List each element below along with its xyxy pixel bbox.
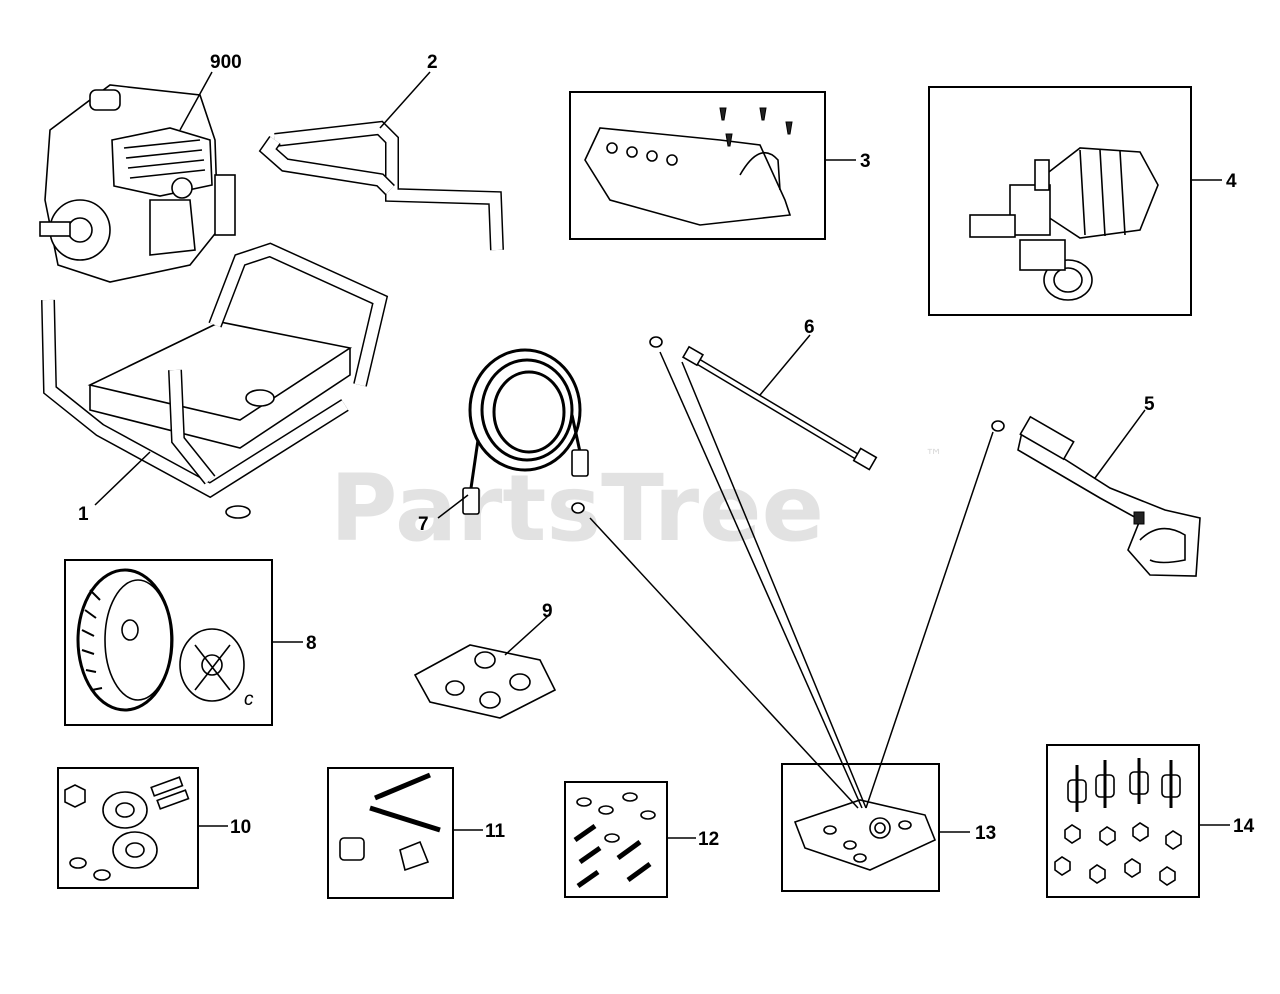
wheel-clip-glyph: c: [244, 689, 254, 710]
part-13-oring-kit[interactable]: 13: [781, 763, 996, 892]
part-2-handle[interactable]: 2: [258, 52, 504, 251]
callout-11: 11: [485, 821, 506, 842]
part-3-shroud[interactable]: 3: [569, 91, 871, 240]
callout-6: 6: [804, 317, 815, 338]
watermark-trademark: ™: [925, 446, 943, 467]
callout-9: 9: [542, 601, 553, 622]
callout-12: 12: [698, 829, 719, 850]
callout-4: 4: [1226, 171, 1237, 192]
part-900-engine[interactable]: 900: [39, 52, 242, 283]
part-11-bolts-knobs[interactable]: 11: [327, 767, 506, 899]
callout-5: 5: [1144, 394, 1155, 415]
callout-7: 7: [418, 514, 429, 535]
part-5-gun[interactable]: 5: [991, 394, 1201, 577]
callout-2: 2: [427, 52, 438, 73]
callout-1: 1: [78, 504, 89, 525]
callout-8: 8: [306, 633, 317, 654]
callout-14: 14: [1233, 816, 1255, 837]
watermark: PartsTree ™: [330, 446, 943, 562]
callout-900: 900: [210, 52, 242, 73]
part-13-leader-lines: [589, 351, 994, 809]
part-14-isolators-nuts[interactable]: 14: [1046, 744, 1255, 898]
callout-10: 10: [230, 817, 251, 838]
part-6-wand[interactable]: 6: [649, 317, 878, 471]
part-8-wheel-kit[interactable]: c 8: [64, 559, 317, 726]
callout-13: 13: [975, 823, 996, 844]
part-1-frame[interactable]: 1: [41, 242, 389, 525]
part-7-hose[interactable]: 7: [418, 348, 589, 535]
part-9-nozzle-kit[interactable]: 9: [413, 601, 557, 719]
callout-3: 3: [860, 151, 871, 172]
part-4-pump[interactable]: 4: [928, 86, 1237, 316]
part-10-hardware[interactable]: 10: [57, 767, 251, 889]
part-12-screws-washers[interactable]: 12: [564, 781, 719, 898]
